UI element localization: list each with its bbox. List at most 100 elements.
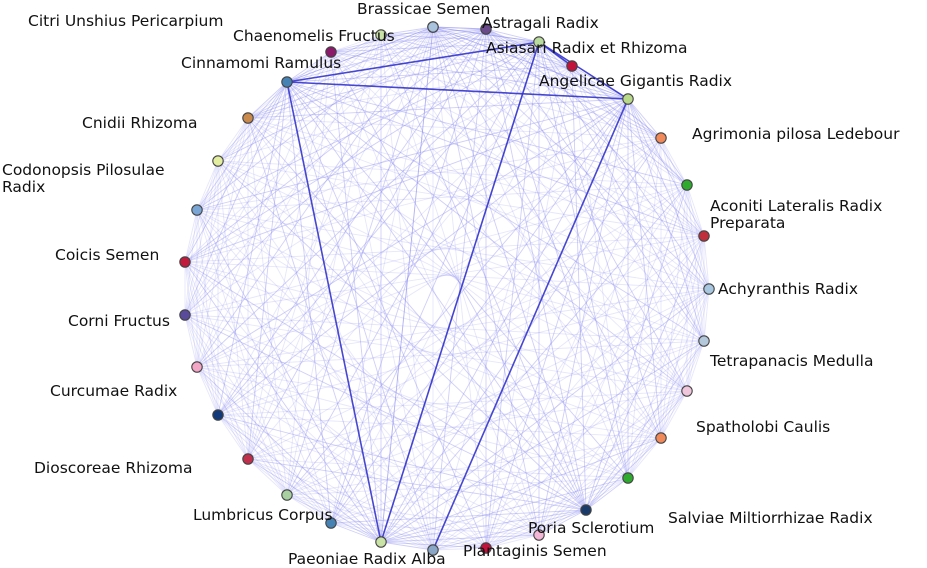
node-agrimonia[interactable] — [655, 132, 667, 144]
edge-red_top-aconiti — [571, 65, 705, 237]
node-lumbricus[interactable] — [281, 489, 293, 501]
edge-agrimonia-coicis — [184, 137, 662, 263]
edge-astragali-blue_bl — [330, 28, 487, 524]
edge-blue_l-blue_bl — [196, 209, 332, 524]
edge-curcumae_dot-paeoniae — [196, 366, 382, 543]
node-paeoniae[interactable] — [375, 536, 387, 548]
edge-blue_l-pink_b — [196, 209, 540, 536]
edge-cnidii-spatholobi — [247, 117, 662, 439]
node-achyranthis[interactable] — [703, 283, 715, 295]
node-spatholobi_dot[interactable] — [681, 385, 693, 397]
edge-citri-pink_b — [432, 26, 540, 536]
edge-asiasari-green_br — [538, 41, 629, 479]
strong-edge-cinnamomi-paeoniae — [286, 81, 382, 543]
edge-astragali-spatholobi_dot — [485, 28, 688, 392]
edge-astragali-red_top — [485, 28, 573, 67]
edge-corni-tetrapanacis — [184, 314, 705, 342]
edge-asiasari-green_r — [538, 41, 688, 186]
node-codonopsis[interactable] — [212, 155, 224, 167]
edge-chaenomelis-cnidii — [247, 34, 382, 119]
node-plantaginis[interactable] — [480, 542, 492, 554]
node-green_br[interactable] — [622, 472, 634, 484]
edge-citri-dioscoreae — [247, 26, 434, 460]
node-curcumae_dot[interactable] — [191, 361, 203, 373]
edge-cnidii-corni — [184, 117, 249, 316]
node-blue_bl[interactable] — [325, 517, 337, 529]
edge-brassicae-spatholobi — [432, 26, 662, 439]
edge-chaenomelis-poria — [380, 34, 587, 511]
edge-green_br-poria — [585, 477, 629, 511]
edge-angelicae-paeoniae — [380, 98, 629, 543]
edge-astragali-chaen_dot — [330, 28, 487, 53]
edge-astragali-green_r — [485, 28, 688, 186]
node-chaen_dot[interactable] — [325, 46, 337, 58]
edge-red_top-tetrapanacis — [571, 65, 705, 342]
label-chaenomelis: Chaenomelis Fructus — [233, 27, 395, 45]
edge-corni-spatholobi_dot — [184, 314, 688, 392]
edge-paeoniae-pink_b — [380, 534, 540, 543]
edge-achyranthis-spatholobi — [660, 288, 710, 439]
node-green_r[interactable] — [681, 179, 693, 191]
node-red_top[interactable] — [566, 60, 578, 72]
edge-navy_l-alba_dot — [217, 414, 434, 551]
edge-red_top-agrimonia — [571, 65, 662, 139]
edge-angelicae-pink_b — [538, 98, 629, 536]
node-dioscoreae[interactable] — [242, 453, 254, 465]
edge-achyranthis-plantaginis — [485, 288, 710, 549]
edge-brassicae-lumbricus — [286, 26, 434, 496]
edge-chaenomelis-achyranthis — [380, 34, 710, 290]
edge-tetrapanacis-alba_dot — [432, 340, 705, 551]
node-alba_dot[interactable] — [427, 544, 439, 556]
edge-chaen_dot-blue_l — [196, 51, 332, 211]
edge-red_top-blue_bl — [330, 65, 573, 524]
label-curcumae: Curcumae Radix — [50, 382, 177, 400]
label-citri: Citri Unshius Pericarpium — [28, 12, 223, 30]
edge-brassicae-astragali — [432, 26, 487, 30]
edge-brassicae-tetrapanacis — [432, 26, 705, 342]
edge-red_top-dioscoreae — [247, 65, 573, 460]
node-spatholobi[interactable] — [655, 432, 667, 444]
node-tetrapanacis[interactable] — [698, 335, 710, 347]
edge-brassicae-green_br — [432, 26, 629, 479]
node-cinnamomi[interactable] — [281, 76, 293, 88]
node-poria[interactable] — [580, 504, 592, 516]
edge-brassicae-angelicae — [432, 26, 629, 100]
node-navy_l[interactable] — [212, 409, 224, 421]
edge-curcumae_dot-spatholobi — [196, 366, 662, 439]
edge-agrimonia-pink_b — [538, 137, 662, 536]
edge-blue_l-spatholobi — [196, 209, 662, 439]
node-astragali[interactable] — [480, 23, 492, 35]
node-chaenomelis[interactable] — [375, 29, 387, 41]
node-brassicae[interactable] — [427, 21, 439, 33]
edge-cinnamomi-blue_l — [196, 81, 288, 211]
node-aconiti[interactable] — [698, 230, 710, 242]
node-corni[interactable] — [179, 309, 191, 321]
edge-aconiti-poria — [585, 235, 705, 511]
node-coicis[interactable] — [179, 256, 191, 268]
edge-chaenomelis-cinnamomi — [286, 34, 382, 83]
node-cnidii[interactable] — [242, 112, 254, 124]
edge-codonopsis-blue_bl — [217, 160, 332, 524]
edge-asiasari-blue_bl — [330, 41, 540, 524]
edge-achyranthis-tetrapanacis — [703, 288, 710, 342]
node-asiasari[interactable] — [533, 36, 545, 48]
edge-chaen_dot-achyranthis — [330, 51, 710, 290]
strong-edge-asiasari-angelicae — [538, 41, 629, 100]
edge-chaen_dot-paeoniae — [330, 51, 382, 543]
edge-red_top-codonopsis — [217, 65, 573, 162]
edge-astragali-alba_dot — [432, 28, 487, 551]
label-salviae: Salviae Miltiorrhizae Radix — [668, 509, 873, 527]
edge-chaenomelis-angelicae — [380, 34, 629, 100]
edge-asiasari-agrimonia — [538, 41, 662, 139]
edge-codonopsis-dioscoreae — [217, 160, 249, 460]
edge-dioscoreae-alba_dot — [247, 458, 434, 551]
node-blue_l[interactable] — [191, 204, 203, 216]
node-pink_b[interactable] — [533, 529, 545, 541]
edge-spatholobi-lumbricus — [286, 437, 662, 496]
edge-blue_l-corni — [184, 209, 198, 316]
edge-angelicae-navy_l — [217, 98, 629, 416]
node-angelicae[interactable] — [622, 93, 634, 105]
label-astragali: Astragali Radix — [482, 14, 599, 32]
edge-asiasari-achyranthis — [538, 41, 710, 290]
edge-cinnamomi-poria — [286, 81, 587, 511]
